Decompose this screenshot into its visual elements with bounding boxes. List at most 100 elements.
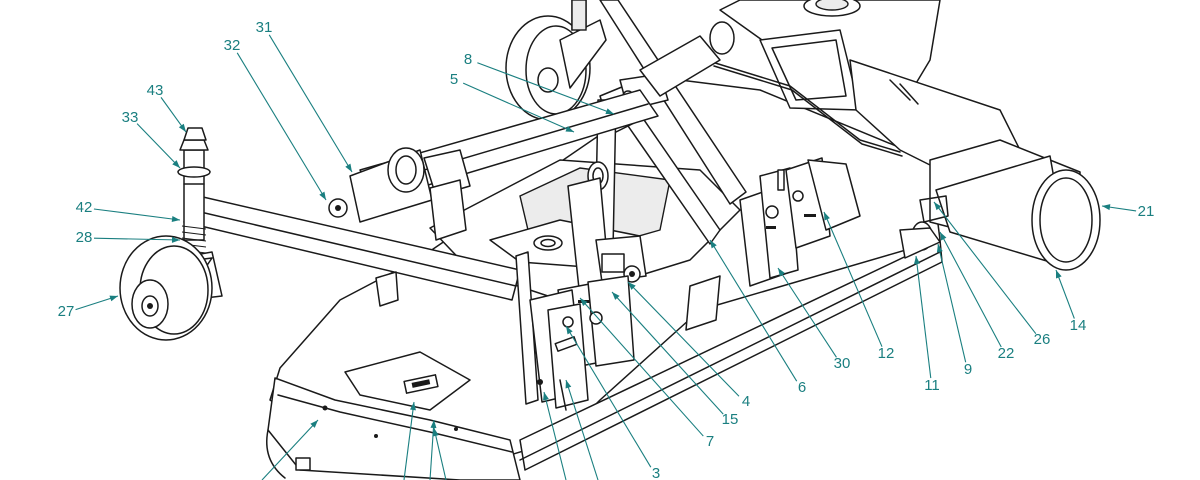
rear-roller bbox=[899, 139, 1101, 271]
leader-line bbox=[939, 231, 1002, 348]
leader-arrowhead bbox=[410, 402, 416, 411]
leader-arrowhead bbox=[172, 160, 180, 168]
callout-label: 26 bbox=[1034, 331, 1051, 348]
callout-33: 33 bbox=[122, 109, 181, 169]
leader-arrowhead bbox=[565, 126, 574, 132]
right-hitch-brackets bbox=[739, 157, 861, 287]
leader-arrowhead bbox=[710, 240, 717, 249]
leader-line bbox=[937, 243, 967, 363]
leader-line bbox=[579, 297, 704, 437]
leader-line-offscreen bbox=[429, 419, 435, 480]
front-caster-wheel bbox=[119, 127, 223, 341]
leader-arrowhead bbox=[934, 202, 942, 211]
callout-label: 21 bbox=[1138, 203, 1155, 220]
rear-caster-wheel bbox=[505, 0, 607, 121]
leader-arrowhead bbox=[171, 216, 180, 222]
mower-drawing bbox=[119, 0, 1101, 480]
callout-label: 15 bbox=[722, 411, 739, 428]
leader-arrowhead bbox=[565, 380, 572, 389]
leader-line bbox=[462, 82, 575, 133]
callout-6: 6 bbox=[709, 239, 806, 396]
callout-32: 32 bbox=[224, 37, 327, 201]
caster-spring bbox=[181, 225, 207, 260]
leader-arrowhead bbox=[1056, 270, 1062, 279]
callout-22: 22 bbox=[939, 231, 1015, 362]
callout-label: 11 bbox=[924, 377, 940, 394]
leader-line-offscreen bbox=[565, 379, 599, 480]
callout-4: 4 bbox=[627, 281, 750, 410]
callout-label: 3 bbox=[652, 465, 660, 480]
leader-line-offscreen bbox=[403, 401, 415, 480]
leader-arrowhead bbox=[612, 292, 620, 300]
leader-arrowhead bbox=[109, 295, 118, 302]
leader-arrowhead bbox=[171, 236, 180, 243]
leader-arrowhead bbox=[1102, 204, 1111, 211]
leader-line bbox=[915, 255, 932, 379]
leader-arrowhead bbox=[778, 268, 785, 277]
leader-arrowhead bbox=[913, 256, 920, 265]
callout-label: 27 bbox=[58, 303, 75, 320]
leader-line bbox=[627, 281, 740, 397]
leader-line-offscreen bbox=[433, 427, 447, 480]
callout-28: 28 bbox=[76, 229, 181, 246]
leader-line bbox=[1055, 269, 1075, 319]
callout-12: 12 bbox=[823, 211, 895, 362]
callout-11: 11 bbox=[913, 255, 940, 394]
leader-line bbox=[933, 201, 1037, 335]
leader-arrowhead bbox=[628, 282, 636, 290]
callout-9: 9 bbox=[936, 243, 972, 378]
leader-line bbox=[709, 239, 798, 382]
leader-arrowhead bbox=[605, 108, 614, 115]
deck-bracket bbox=[375, 271, 399, 307]
discharge-chute bbox=[709, 0, 1021, 171]
callout-43: 43 bbox=[147, 82, 187, 133]
leader-arrowhead bbox=[319, 191, 326, 200]
callout-27: 27 bbox=[58, 295, 119, 320]
callout-label: 31 bbox=[256, 19, 273, 36]
leader-line-offscreen bbox=[543, 391, 567, 480]
callout-label: 42 bbox=[76, 199, 93, 216]
leader-arrowhead bbox=[936, 244, 943, 253]
leader-arrowhead bbox=[824, 212, 830, 221]
callout-label: 8 bbox=[464, 51, 472, 68]
left-latch-bracket bbox=[515, 251, 589, 411]
callout-label: 5 bbox=[450, 71, 458, 88]
callout-label: 4 bbox=[742, 393, 750, 410]
callout-21: 21 bbox=[1101, 203, 1155, 220]
leader-line bbox=[477, 62, 615, 115]
callout-5: 5 bbox=[450, 71, 575, 133]
leader-line bbox=[565, 325, 652, 468]
callout-label: 33 bbox=[122, 109, 139, 126]
callout-7: 7 bbox=[579, 297, 714, 450]
leader-arrowhead bbox=[310, 420, 318, 428]
leader-arrowhead bbox=[940, 232, 947, 241]
callout-label: 30 bbox=[834, 355, 851, 372]
callout-label: 28 bbox=[76, 229, 93, 246]
leader-arrowhead bbox=[345, 163, 352, 172]
callout-label: 22 bbox=[998, 345, 1015, 362]
leader-arrowhead bbox=[432, 428, 439, 437]
leader-line-offscreen bbox=[261, 419, 319, 480]
deck-bracket-right bbox=[685, 275, 721, 331]
leader-line bbox=[93, 237, 181, 241]
callout-label: 43 bbox=[147, 82, 164, 99]
callout-8: 8 bbox=[464, 51, 615, 115]
callout-14: 14 bbox=[1055, 269, 1087, 334]
callout-label: 12 bbox=[878, 345, 895, 362]
callout-3: 3 bbox=[565, 325, 660, 480]
leader-line bbox=[236, 52, 327, 201]
callout-label: 9 bbox=[964, 361, 972, 378]
callout-label: 7 bbox=[706, 433, 714, 450]
frame-tubes bbox=[183, 89, 659, 301]
callout-30: 30 bbox=[777, 267, 851, 372]
leader-line bbox=[823, 211, 883, 347]
callout-label: 32 bbox=[224, 37, 241, 54]
callout-15: 15 bbox=[611, 291, 739, 428]
callout-label: 14 bbox=[1070, 317, 1087, 334]
leader-arrowhead bbox=[566, 326, 573, 335]
leader-line bbox=[93, 208, 181, 221]
leader-arrowhead bbox=[430, 420, 437, 429]
